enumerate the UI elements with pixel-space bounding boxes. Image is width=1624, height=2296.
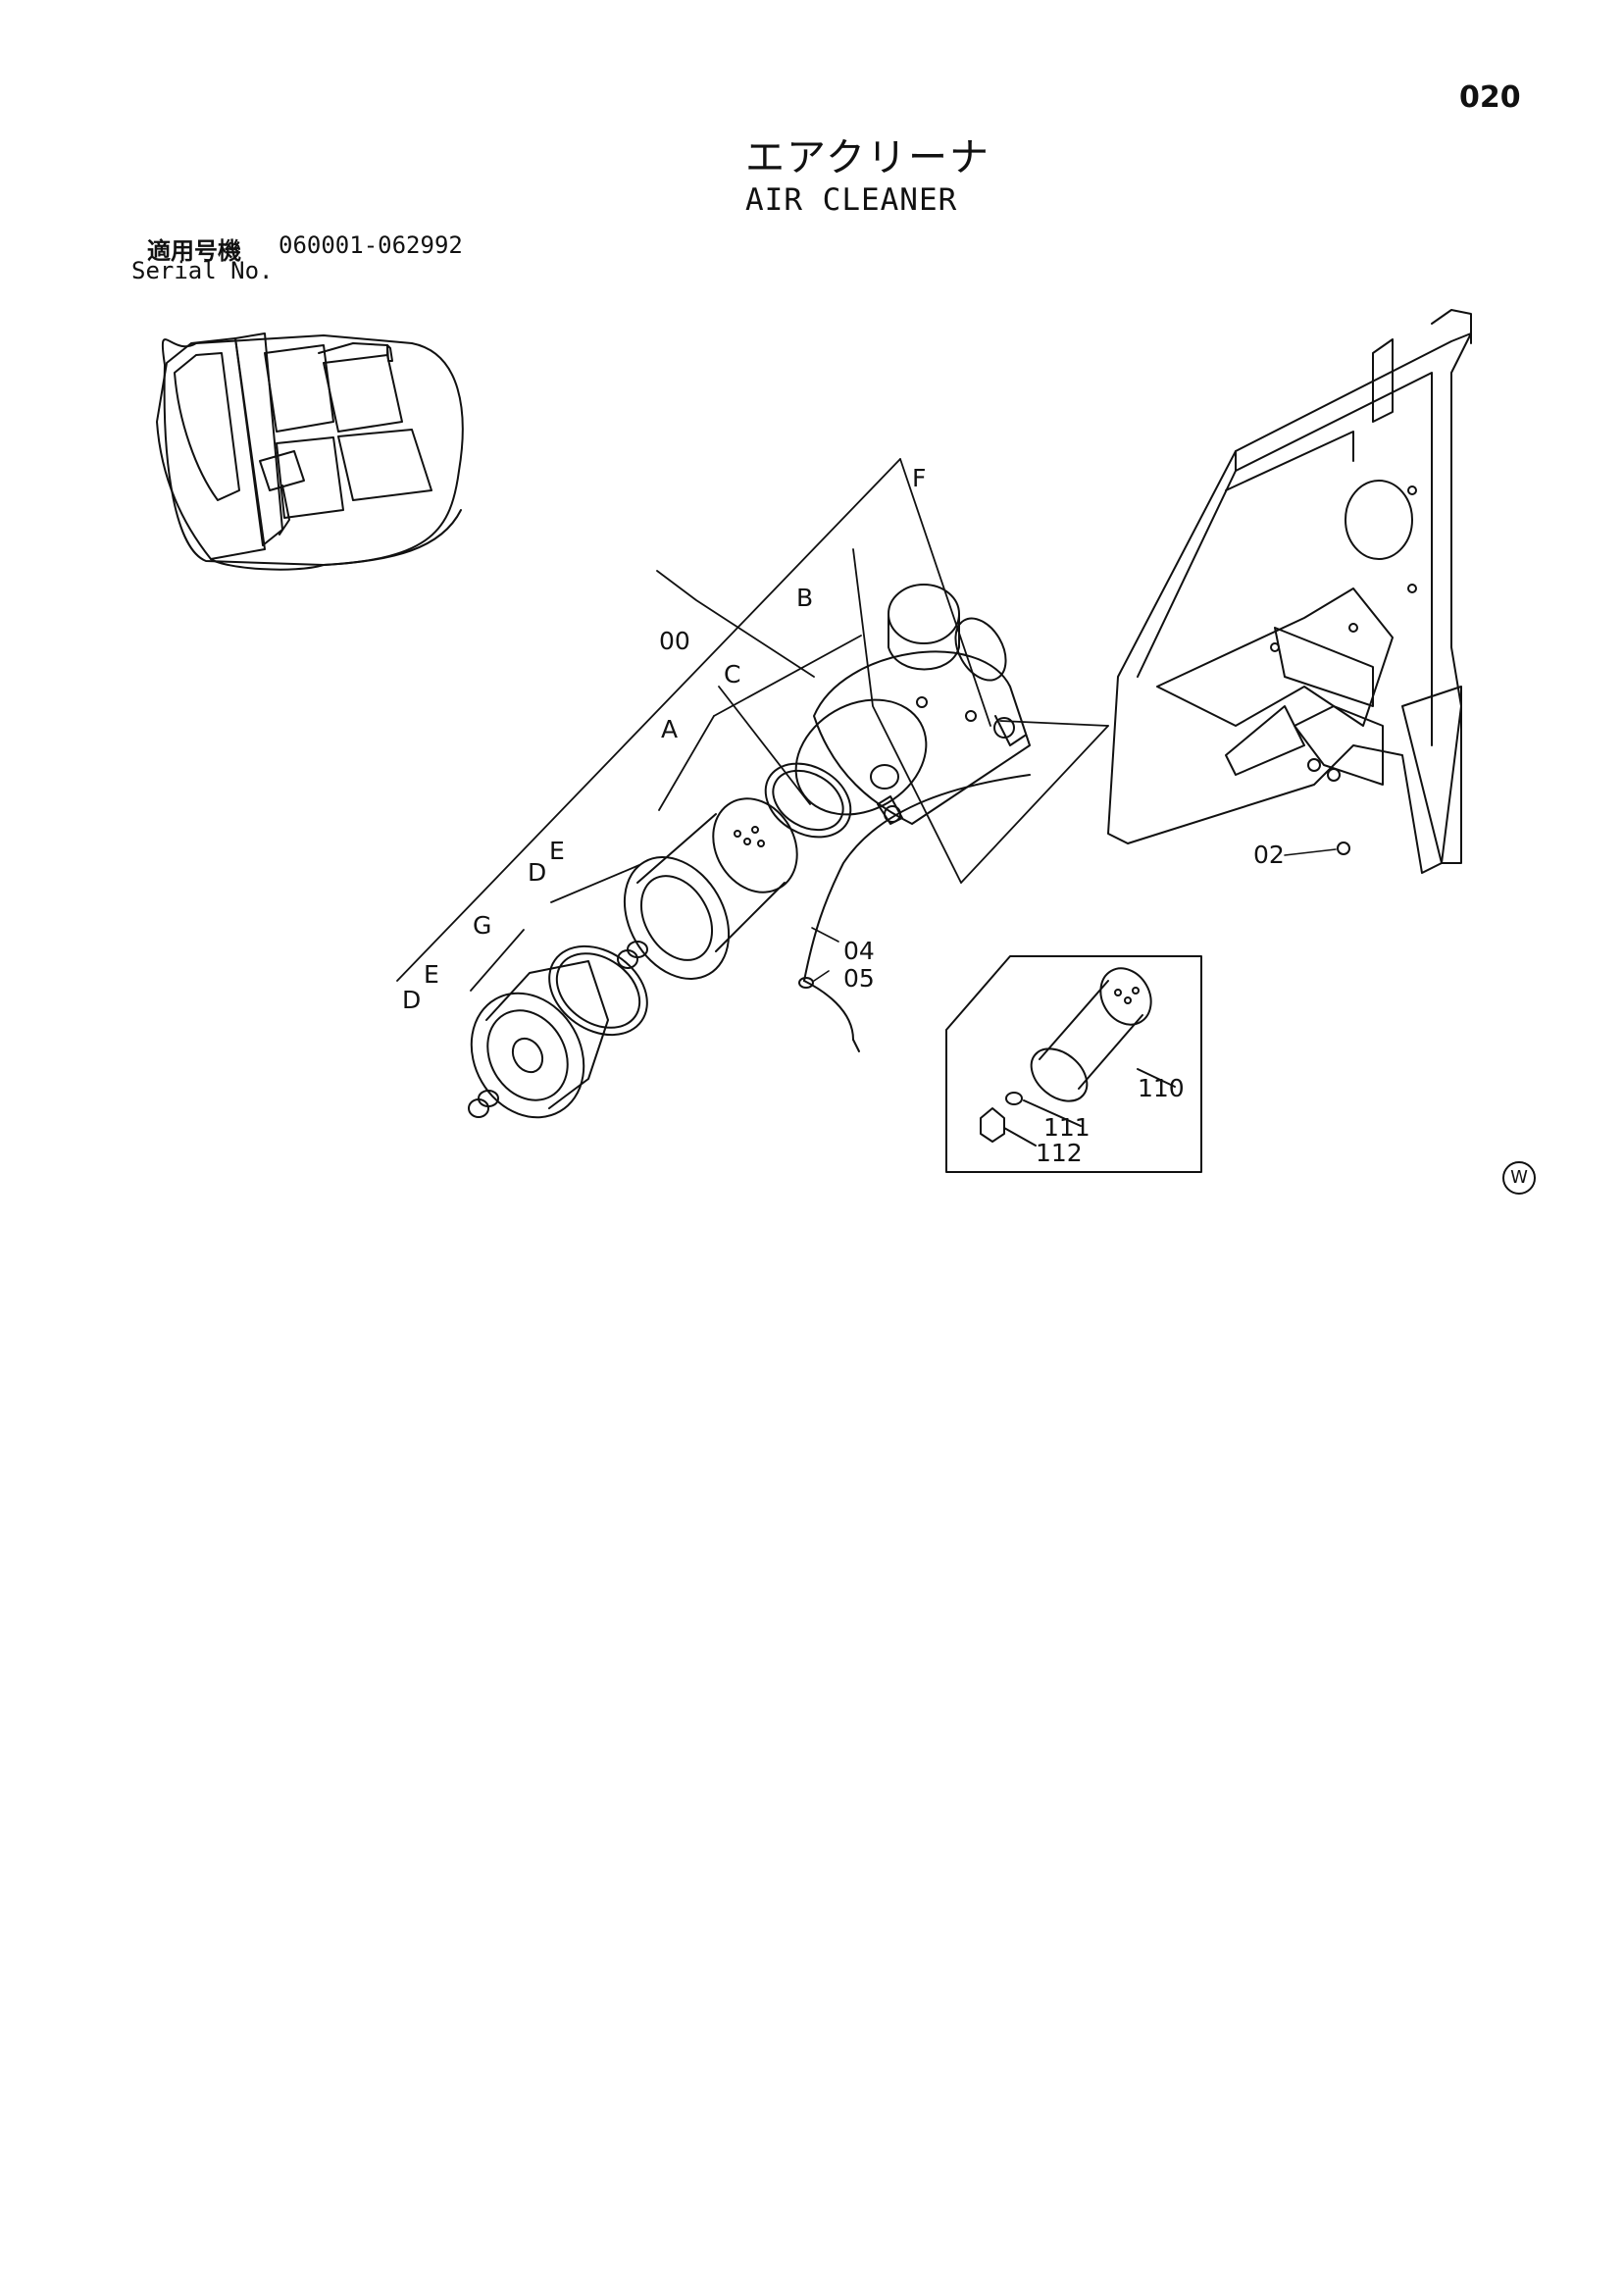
outer-filter-element-a bbox=[623, 797, 798, 980]
leader-lines bbox=[396, 458, 1109, 992]
air-cleaner-housing bbox=[794, 584, 1031, 825]
callout-a: A bbox=[661, 715, 678, 743]
callout-00: 00 bbox=[659, 627, 690, 655]
callout-e2: E bbox=[424, 960, 439, 989]
hose-assembly bbox=[798, 774, 1031, 1052]
callout-ticks bbox=[811, 848, 1337, 982]
gasket-ring bbox=[548, 944, 648, 1037]
callout-f: F bbox=[912, 464, 926, 492]
watermark-w-icon: W bbox=[1502, 1161, 1536, 1195]
mounting-frame bbox=[1107, 309, 1472, 874]
callout-05: 05 bbox=[843, 964, 875, 993]
callout-02: 02 bbox=[1253, 841, 1285, 869]
callout-112: 112 bbox=[1036, 1139, 1083, 1167]
inset-box-inner-filter bbox=[945, 955, 1202, 1173]
callout-labels: F B 00 C A E D G E D 02 04 05 110 111 11… bbox=[402, 464, 1285, 1167]
page-number: 020 bbox=[1459, 80, 1521, 115]
excavator-locator-icon bbox=[156, 332, 464, 571]
title-japanese: エアクリーナ bbox=[745, 135, 990, 180]
callout-d2: D bbox=[402, 986, 421, 1014]
serial-range: 060001-062992 bbox=[279, 231, 463, 259]
title-english: AIR CLEANER bbox=[745, 182, 958, 218]
serial-label-japanese: 適用号機 bbox=[147, 237, 241, 265]
callout-04: 04 bbox=[843, 937, 875, 965]
clamp-parts-d-e bbox=[468, 941, 648, 1118]
cover-g bbox=[470, 960, 609, 1119]
callout-d1: D bbox=[528, 858, 546, 887]
serial-label-english: Serial No. bbox=[131, 257, 274, 284]
callout-c: C bbox=[724, 660, 740, 689]
callout-g: G bbox=[473, 911, 491, 940]
callout-b: B bbox=[796, 584, 813, 612]
callout-110: 110 bbox=[1138, 1074, 1185, 1102]
callout-111: 111 bbox=[1043, 1113, 1091, 1142]
callout-e1: E bbox=[549, 837, 565, 865]
